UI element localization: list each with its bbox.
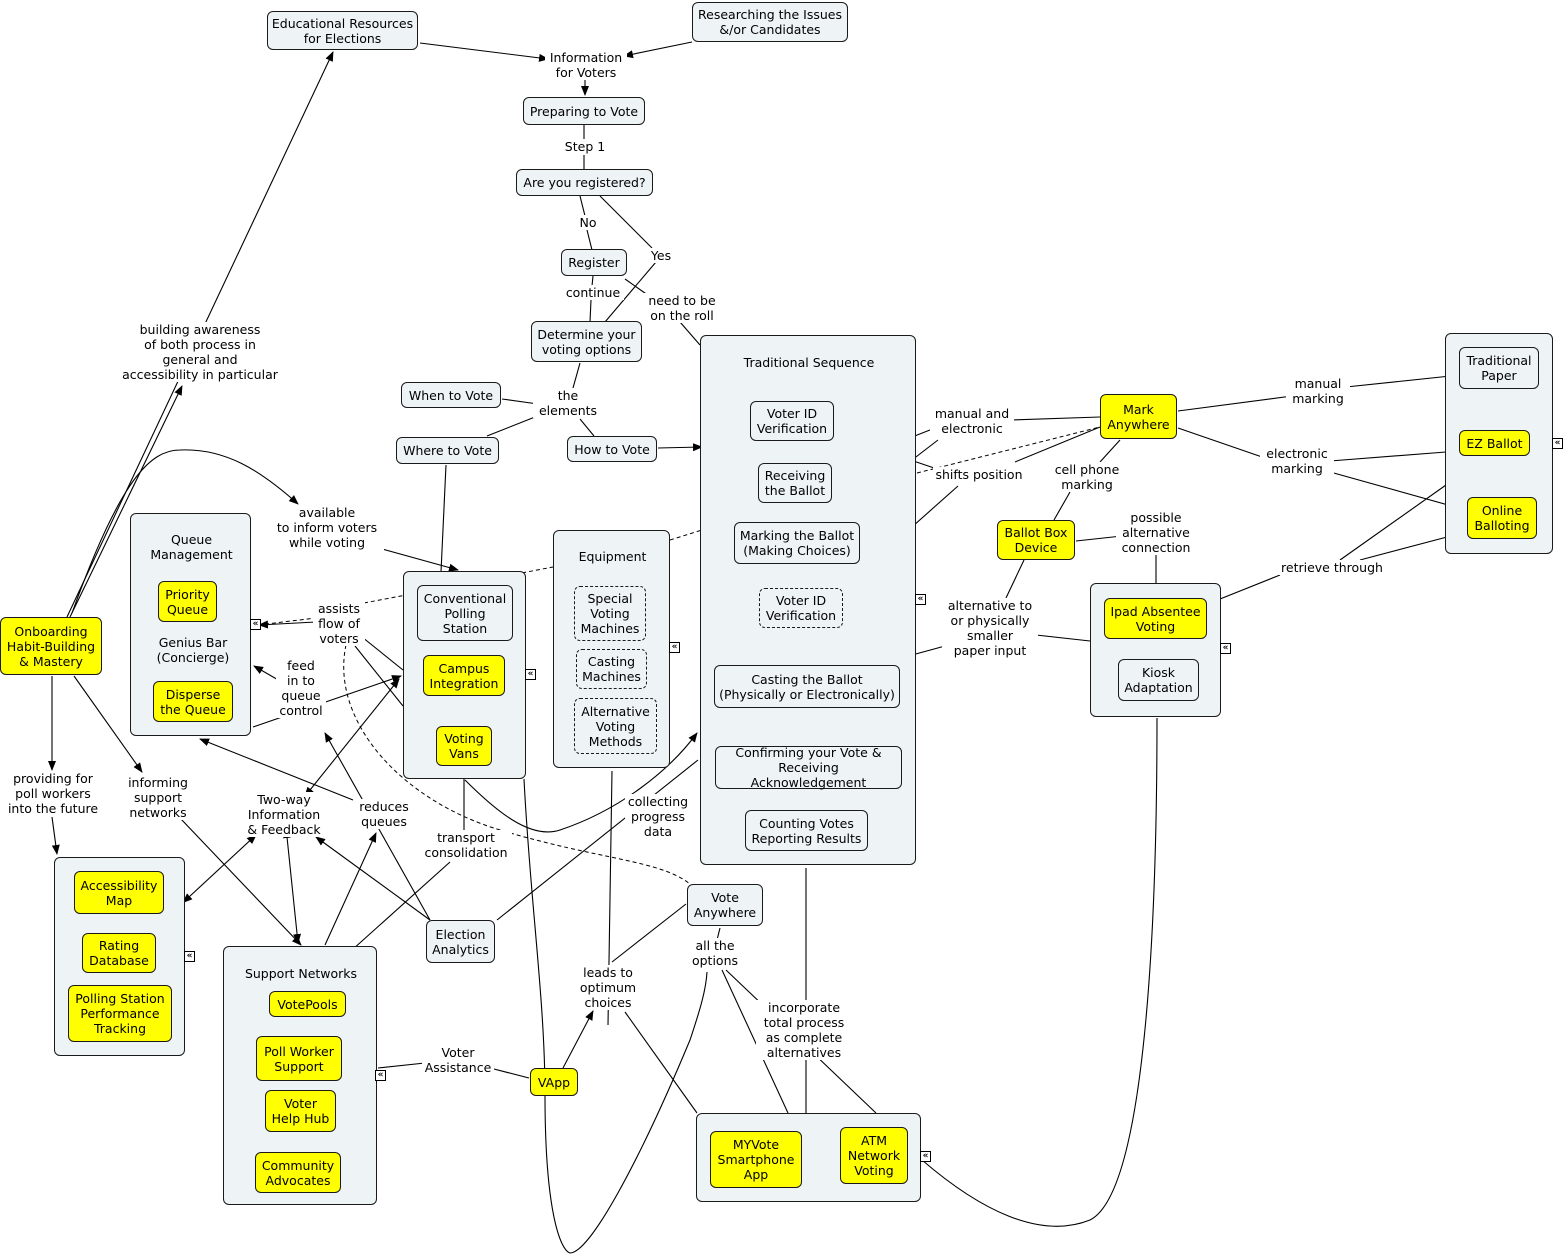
expand-icon[interactable]: « xyxy=(375,1070,386,1081)
when-to-vote-node[interactable]: When to Vote xyxy=(401,382,501,408)
vapp-node[interactable]: VApp xyxy=(530,1068,578,1096)
collecting-label: collecting progress data xyxy=(625,794,691,839)
register-node[interactable]: Register xyxy=(561,249,627,276)
accessibility-map-node[interactable]: Accessibility Map xyxy=(74,871,164,914)
continue-label: continue xyxy=(562,285,624,300)
campus-integration-node[interactable]: Campus Integration xyxy=(423,655,505,696)
marking-ballot-node[interactable]: Marking the Ballot (Making Choices) xyxy=(734,522,860,564)
ez-ballot-node[interactable]: EZ Ballot xyxy=(1459,430,1530,456)
vote-anywhere-node[interactable]: Vote Anywhere xyxy=(687,884,763,926)
disperse-queue-node[interactable]: Disperse the Queue xyxy=(153,681,233,722)
online-balloting-node[interactable]: Online Balloting xyxy=(1467,497,1537,539)
queue-management-title: Queue Management xyxy=(150,532,233,562)
retrieve-through-label: retrieve through xyxy=(1276,560,1388,575)
voter-id-verification-dashed-node[interactable]: Voter ID Verification xyxy=(759,588,843,628)
atm-network-node[interactable]: ATM Network Voting xyxy=(840,1127,908,1184)
incorporate-label: incorporate total process as complete al… xyxy=(756,1000,852,1060)
cell-phone-label: cell phone marking xyxy=(1050,462,1124,492)
confirming-vote-node[interactable]: Confirming your Vote & Receiving Acknowl… xyxy=(715,745,902,790)
voter-help-hub-node[interactable]: Voter Help Hub xyxy=(265,1090,336,1132)
equipment-title: Equipment xyxy=(578,549,647,564)
genius-bar-label: Genius Bar (Concierge) xyxy=(156,635,230,665)
providing-label: providing for poll workers into the futu… xyxy=(4,771,102,816)
mark-anywhere-node[interactable]: Mark Anywhere xyxy=(1100,394,1177,439)
step1-label: Step 1 xyxy=(560,139,610,154)
building-awareness-label: building awareness of both process in ge… xyxy=(118,322,282,382)
assists-flow-label: assists flow of voters xyxy=(313,601,365,646)
transport-label: transport consolidation xyxy=(420,830,512,860)
elements-label: the elements xyxy=(533,388,603,418)
casting-ballot-node[interactable]: Casting the Ballot (Physically or Electr… xyxy=(714,665,900,708)
ipad-absentee-node[interactable]: Ipad Absentee Voting xyxy=(1104,598,1207,639)
conventional-polling-node[interactable]: Conventional Polling Station xyxy=(417,585,513,641)
kiosk-adaptation-node[interactable]: Kiosk Adaptation xyxy=(1118,659,1199,701)
electronic-marking-label: electronic marking xyxy=(1260,446,1334,476)
researching-issues-node[interactable]: Researching the Issues &/or Candidates xyxy=(692,2,848,42)
ballot-box-device-node[interactable]: Ballot Box Device xyxy=(997,520,1075,560)
alternative-methods-node[interactable]: Alternative Voting Methods xyxy=(574,698,657,754)
two-way-label: Two-way Information & Feedback xyxy=(242,792,326,837)
casting-machines-node[interactable]: Casting Machines xyxy=(576,649,647,689)
need-roll-label: need to be on the roll xyxy=(644,293,720,323)
voting-vans-node[interactable]: Voting Vans xyxy=(436,726,492,766)
polling-performance-node[interactable]: Polling Station Performance Tracking xyxy=(68,985,172,1042)
no-label: No xyxy=(574,215,602,230)
votepools-node[interactable]: VotePools xyxy=(269,991,346,1017)
where-to-vote-node[interactable]: Where to Vote xyxy=(396,437,499,464)
voter-assistance-label: Voter Assistance xyxy=(422,1045,494,1075)
determine-options-node[interactable]: Determine your voting options xyxy=(531,321,642,362)
expand-icon[interactable]: « xyxy=(920,1151,931,1162)
priority-queue-node[interactable]: Priority Queue xyxy=(158,581,217,622)
manual-marking-label: manual marking xyxy=(1286,376,1350,406)
expand-icon[interactable]: « xyxy=(525,669,536,680)
support-networks-title: Support Networks xyxy=(244,966,358,981)
expand-icon[interactable]: « xyxy=(915,594,926,605)
shifts-position-label: shifts position xyxy=(933,467,1025,482)
how-to-vote-node[interactable]: How to Vote xyxy=(567,436,657,462)
expand-icon[interactable]: « xyxy=(669,642,680,653)
receiving-ballot-node[interactable]: Receiving the Ballot xyxy=(758,463,832,503)
leads-optimum-label: leads to optimum choices xyxy=(572,965,644,1010)
community-advocates-node[interactable]: Community Advocates xyxy=(255,1152,341,1193)
informing-label: informing support networks xyxy=(124,775,192,820)
expand-icon[interactable]: « xyxy=(1220,643,1231,654)
traditional-paper-node[interactable]: Traditional Paper xyxy=(1459,347,1539,389)
possible-alternative-label: possible alternative connection xyxy=(1116,510,1196,555)
all-options-label: all the options xyxy=(684,938,746,968)
feed-queue-label: feed in to queue control xyxy=(276,658,326,718)
election-analytics-node[interactable]: Election Analytics xyxy=(426,920,495,963)
are-you-registered-node[interactable]: Are you registered? xyxy=(516,169,653,196)
reduces-label: reduces queues xyxy=(354,799,414,829)
available-inform-label: available to inform voters while voting xyxy=(270,505,384,550)
alternative-to-label: alternative to or physically smaller pap… xyxy=(942,598,1038,658)
voter-id-verification-node[interactable]: Voter ID Verification xyxy=(750,401,834,441)
myvote-app-node[interactable]: MYVote Smartphone App xyxy=(710,1131,802,1188)
traditional-sequence-title: Traditional Sequence xyxy=(743,355,875,370)
information-for-voters: Information for Voters xyxy=(545,50,627,80)
expand-icon[interactable]: « xyxy=(184,951,195,962)
onboarding-node[interactable]: Onboarding Habit-Building & Mastery xyxy=(0,617,102,675)
expand-icon[interactable]: « xyxy=(1552,438,1563,449)
manual-electronic-label: manual and electronic xyxy=(930,406,1014,436)
preparing-to-vote-node[interactable]: Preparing to Vote xyxy=(523,97,645,125)
expand-icon[interactable]: « xyxy=(250,619,261,630)
rating-database-node[interactable]: Rating Database xyxy=(82,933,156,973)
educational-resources-node[interactable]: Educational Resources for Elections xyxy=(267,11,418,50)
counting-votes-node[interactable]: Counting Votes Reporting Results xyxy=(745,810,868,851)
poll-worker-support-node[interactable]: Poll Worker Support xyxy=(256,1036,342,1081)
special-machines-node[interactable]: Special Voting Machines xyxy=(574,586,646,641)
yes-label: Yes xyxy=(646,248,676,263)
